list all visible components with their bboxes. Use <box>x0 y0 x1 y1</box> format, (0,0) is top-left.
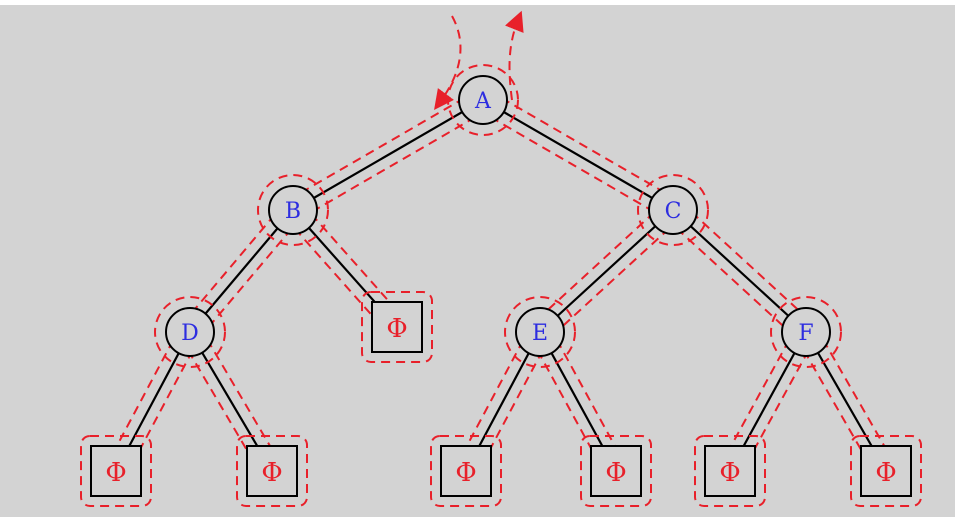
traversal-trace-segment <box>180 202 286 326</box>
tree-node-b: B <box>257 174 329 246</box>
traversal-trace-segment <box>300 202 406 321</box>
traversal-trace-segment <box>679 201 815 325</box>
null-label: Φ <box>105 458 126 488</box>
node-label: D <box>181 321 199 346</box>
traversal-trace-segment <box>531 201 667 325</box>
null-label: Φ <box>386 314 407 344</box>
null-trace-box <box>80 435 152 507</box>
traversal-trace-segment <box>719 326 798 467</box>
tree-edge-A-B <box>292 99 484 211</box>
tree-node-d: D <box>154 296 226 368</box>
node-label: F <box>798 321 813 346</box>
traversal-trace-segment <box>198 325 283 466</box>
traversal-trace-segment <box>529 336 608 477</box>
null-leaf-n3: Φ <box>361 291 433 363</box>
node-trace-ring <box>154 296 226 368</box>
node-circle <box>268 185 318 235</box>
node-trace-ring <box>637 174 709 246</box>
null-trace-box <box>580 435 652 507</box>
node-layer: A B C D E F Φ Φ Φ Φ Φ Φ Φ <box>80 64 922 507</box>
null-leaf-n2: Φ <box>236 435 308 507</box>
null-label: Φ <box>261 458 282 488</box>
tree-edge-A-C <box>482 99 674 211</box>
traversal-trace-layer <box>105 89 897 478</box>
null-leaf-n5: Φ <box>580 435 652 507</box>
null-box <box>704 445 756 497</box>
traversal-trace-segment <box>179 337 264 478</box>
traversal-trace-segment <box>105 326 182 467</box>
node-trace-ring <box>257 174 329 246</box>
traversal-trace-segment <box>455 326 532 467</box>
null-trace-box <box>236 435 308 507</box>
null-leaf-n7: Φ <box>850 435 922 507</box>
tree-edge-C-F <box>672 209 807 333</box>
traversal-trace-segment <box>197 216 303 340</box>
null-label: Φ <box>875 458 896 488</box>
tree-node-a: A <box>447 64 519 136</box>
node-circle <box>515 307 565 357</box>
null-trace-box <box>850 435 922 507</box>
null-trace-box <box>430 435 502 507</box>
traversal-trace-segment <box>738 336 817 477</box>
traversal-trace-segment <box>286 89 478 202</box>
traversal-trace-segment <box>546 217 682 341</box>
traversal-trace-segment <box>814 326 897 467</box>
node-trace-ring <box>447 64 519 136</box>
traversal-trace-segment <box>124 336 201 477</box>
node-label: A <box>474 89 492 114</box>
traversal-trace-segment <box>298 108 490 221</box>
tree-node-f: F <box>770 296 842 368</box>
null-box <box>440 445 492 497</box>
node-trace-ring <box>504 296 576 368</box>
traversal-trace-segment <box>795 336 878 477</box>
null-label: Φ <box>455 458 476 488</box>
node-circle <box>165 307 215 357</box>
tree-node-c: C <box>637 174 709 246</box>
null-label: Φ <box>719 458 740 488</box>
traversal-trace-segment <box>488 89 680 202</box>
null-leaf-n6: Φ <box>694 435 766 507</box>
null-box <box>246 445 298 497</box>
null-label: Φ <box>605 458 626 488</box>
traversal-trace-segment <box>474 336 551 477</box>
traversal-trace-segment <box>476 108 668 221</box>
traversal-trace-segment <box>548 326 627 467</box>
null-box <box>371 301 423 353</box>
node-circle <box>781 307 831 357</box>
tree-node-e: E <box>504 296 576 368</box>
node-circle <box>458 75 508 125</box>
tree-edge-B-D <box>189 209 294 333</box>
null-box <box>590 445 642 497</box>
node-label: C <box>665 199 682 224</box>
null-box <box>860 445 912 497</box>
node-label: B <box>285 199 301 224</box>
traversal-trace-segment <box>664 217 800 341</box>
null-box <box>90 445 142 497</box>
null-trace-box <box>694 435 766 507</box>
null-leaf-n4: Φ <box>430 435 502 507</box>
entry-arrow-icon <box>434 15 462 111</box>
tree-edge-C-E <box>539 209 674 333</box>
null-trace-box <box>361 291 433 363</box>
exit-arrow-icon <box>505 10 524 101</box>
traversal-trace-segment <box>284 216 390 335</box>
node-label: E <box>532 321 548 346</box>
node-trace-ring <box>770 296 842 368</box>
null-leaf-n1: Φ <box>80 435 152 507</box>
node-circle <box>648 185 698 235</box>
